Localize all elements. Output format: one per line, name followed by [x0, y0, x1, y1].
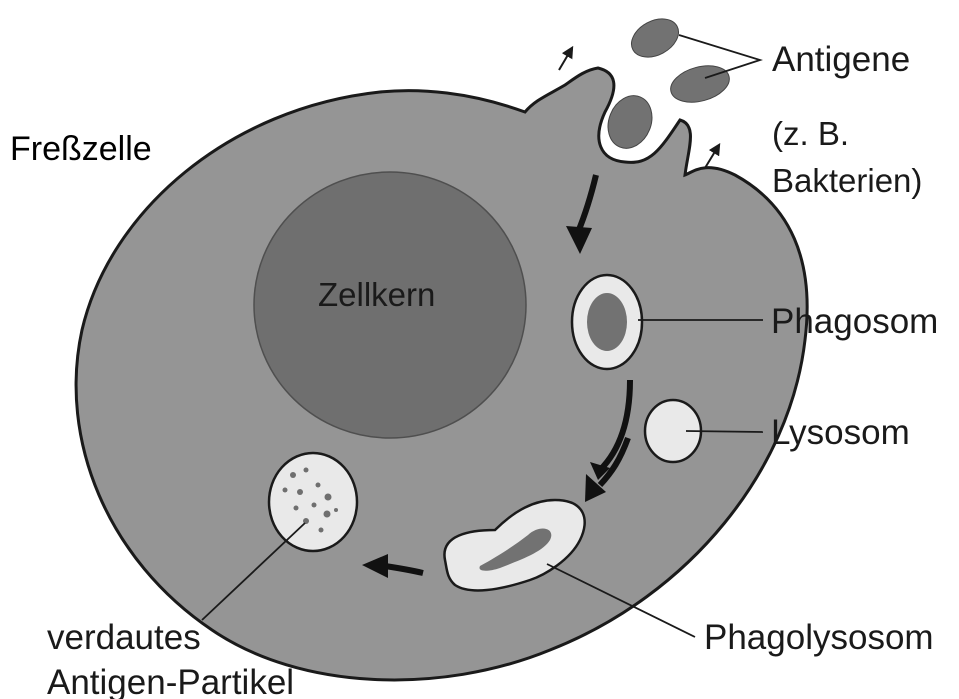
- phagolysosome-label: Phagolysosom: [704, 618, 934, 657]
- digested-antigen-label-line1: verdautes: [47, 618, 201, 657]
- digested-antigen-vesicle: [269, 453, 357, 551]
- antigen-label: Antigene: [772, 40, 910, 79]
- lysosome-label-leader: [686, 431, 763, 432]
- nucleus-label: Zellkern: [318, 276, 435, 313]
- digested-antigen-label-line2: Antigen-Partikel: [47, 663, 294, 699]
- antigen-example-line2: Bakterien): [772, 162, 922, 199]
- pseudopod-motion-arrow: [705, 145, 719, 168]
- antigen-particle: [667, 60, 734, 108]
- phagosome-label: Phagosom: [771, 302, 938, 341]
- phagosome-antigen: [587, 293, 627, 351]
- antigen-particle: [625, 11, 685, 64]
- cell-label: Freßzelle: [10, 130, 152, 168]
- pseudopod-motion-arrow: [559, 48, 572, 70]
- lysosome-label: Lysosom: [771, 413, 910, 452]
- antigen-example-line1: (z. B.: [772, 115, 849, 152]
